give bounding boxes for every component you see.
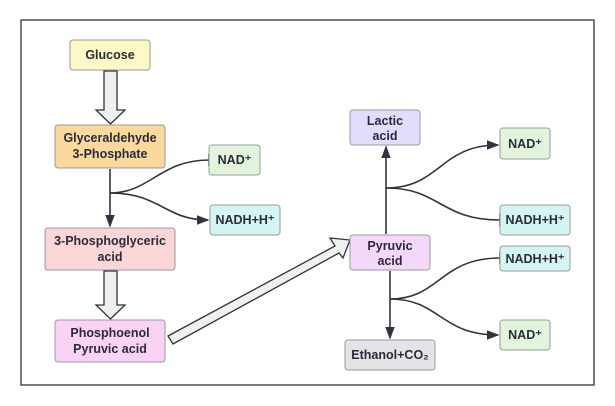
node-nadh-right-top: NADH+H⁺ xyxy=(499,204,571,236)
svg-text:Pyruvic: Pyruvic xyxy=(367,239,412,253)
node-lactic-acid: Lactic acid xyxy=(349,109,421,146)
node-nad-right-bottom: NAD⁺ xyxy=(499,319,551,351)
arrow-to-nad-right-bottom xyxy=(389,298,500,340)
svg-text:NAD⁺: NAD⁺ xyxy=(508,137,542,151)
svg-text:Glucose: Glucose xyxy=(85,48,134,62)
line-to-nadh-right-bottom xyxy=(389,257,501,300)
svg-text:acid: acid xyxy=(372,129,397,143)
node-nadh-right-bottom: NADH+H⁺ xyxy=(499,245,571,272)
block-arrow-glucose-to-g3p xyxy=(94,70,127,125)
node-3-phosphoglyceric-acid: 3-Phosphoglyceric acid xyxy=(44,227,176,271)
line-to-nad-left xyxy=(109,159,210,194)
arrow-to-nadh-left xyxy=(109,192,210,225)
svg-text:Phosphoenol: Phosphoenol xyxy=(70,326,149,340)
node-ethanol-co2: Ethanol+CO₂ xyxy=(344,339,436,371)
svg-text:3-Phosphoglyceric: 3-Phosphoglyceric xyxy=(54,234,166,248)
svg-text:NADH+H⁺: NADH+H⁺ xyxy=(505,213,564,227)
node-nad-left: NAD⁺ xyxy=(208,144,261,176)
node-glyceraldehyde-3-phosphate: Glyceraldehyde 3-Phosphate xyxy=(54,124,166,169)
svg-text:acid: acid xyxy=(377,254,402,268)
block-arrow-pga-to-pep xyxy=(94,270,127,320)
svg-text:NADH+H⁺: NADH+H⁺ xyxy=(215,213,274,227)
svg-text:Pyruvic acid: Pyruvic acid xyxy=(73,342,147,356)
node-nadh-left: NADH+H⁺ xyxy=(209,204,281,236)
svg-text:Lactic: Lactic xyxy=(367,114,403,128)
node-pyruvic-acid: Pyruvic acid xyxy=(349,234,431,271)
svg-text:NAD⁺: NAD⁺ xyxy=(218,153,252,167)
node-nad-right-top: NAD⁺ xyxy=(499,127,551,160)
node-glucose: Glucose xyxy=(69,39,151,71)
svg-text:3-Phosphate: 3-Phosphate xyxy=(72,147,147,161)
svg-text:NADH+H⁺: NADH+H⁺ xyxy=(505,252,564,266)
svg-text:Ethanol+CO₂: Ethanol+CO₂ xyxy=(351,348,428,362)
svg-text:acid: acid xyxy=(97,250,122,264)
svg-text:NAD⁺: NAD⁺ xyxy=(508,328,542,342)
block-arrow-pep-to-pyruvic xyxy=(167,237,351,345)
line-to-nadh-right-top xyxy=(385,187,501,221)
svg-text:Glyceraldehyde: Glyceraldehyde xyxy=(63,131,156,145)
arrow-to-nad-right-top xyxy=(385,140,500,189)
node-phosphoenol-pyruvic-acid: Phosphoenol Pyruvic acid xyxy=(54,319,166,363)
